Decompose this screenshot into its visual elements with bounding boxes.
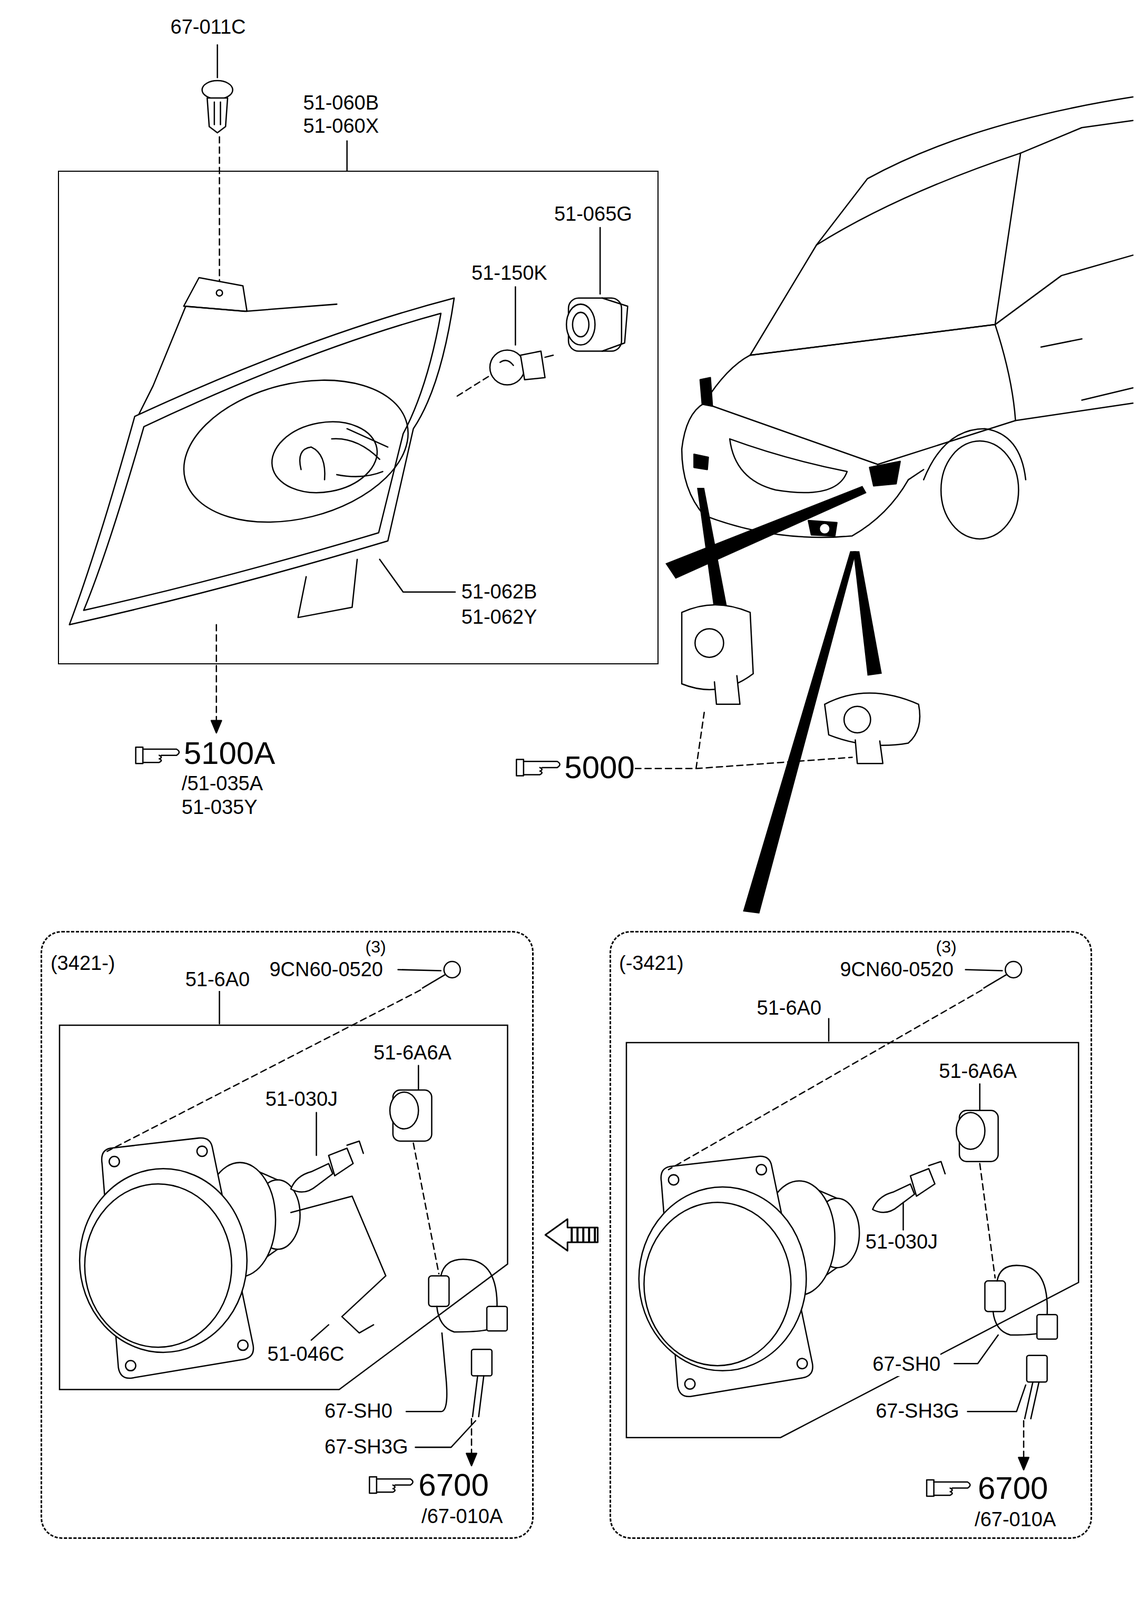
part-number: (3421-)	[50, 951, 116, 976]
part-number: 51-6A6A	[373, 1041, 452, 1065]
hatched-arrow	[545, 1219, 598, 1251]
part-number: 51-062B	[461, 580, 538, 604]
part-number: 51-6A6A	[938, 1059, 1017, 1084]
part-number: 51-150K	[471, 261, 548, 286]
reference-number: /67-010A	[974, 1508, 1056, 1532]
dashed-leader	[106, 989, 1024, 1462]
clip-fastener	[202, 44, 233, 133]
corner-lamp	[69, 277, 490, 625]
part-number: 67-SH0	[324, 1399, 393, 1423]
lamp-assembly-box: 51-6A0	[626, 1042, 1079, 1438]
part-number: 51-062Y	[461, 605, 538, 630]
part-number: (-3421)	[619, 951, 684, 976]
leader-line	[219, 140, 830, 1042]
part-number: 67-SH0	[872, 1352, 941, 1377]
lamp-assembly-box: 51-6A0	[59, 1025, 508, 1390]
quantity: (3)	[935, 937, 957, 957]
assembly-box: 51-060B 51-060X	[57, 170, 659, 665]
variant-group-box: (3421-) 51-6A0	[40, 930, 534, 1540]
part-number: 51-030J	[865, 1230, 938, 1254]
quantity: (3)	[365, 937, 387, 957]
part-number: 9CN60-0520	[839, 958, 954, 982]
spring-clip	[290, 1196, 386, 1334]
bulb-socket	[389, 1090, 999, 1162]
part-number: 51-6A0	[757, 996, 822, 1020]
wire-harness	[428, 1259, 1058, 1419]
reference-number: /67-010A	[421, 1505, 503, 1529]
fog-lamp-small	[681, 604, 920, 764]
box-outline	[626, 1042, 1079, 1438]
car-outline	[681, 96, 1133, 539]
dashed-leader	[634, 712, 853, 769]
reference-number: 5000	[564, 750, 635, 784]
bulb	[489, 350, 554, 386]
part-number: 67-011C	[170, 15, 247, 39]
bulb-socket	[566, 298, 628, 352]
reference-number: 6700	[418, 1468, 489, 1502]
part-number: 9CN60-0520	[269, 958, 383, 982]
variant-group-box: (-3421) 51-6A0	[609, 930, 1093, 1540]
bulb	[290, 1141, 946, 1213]
part-number: 51-046C	[267, 1342, 345, 1367]
part-number: 51-065G	[554, 202, 633, 227]
part-number: 51-030J	[265, 1087, 338, 1112]
reference-number: /51-035A	[181, 772, 263, 796]
fog-lamp	[79, 1137, 300, 1379]
reference-number: 5100A	[183, 736, 276, 770]
part-number: 51-6A0	[185, 968, 251, 992]
leader-line	[311, 969, 1026, 1448]
reference-number: 51-035Y	[181, 796, 258, 820]
part-number: 51-060B 51-060X	[302, 91, 394, 138]
reference-number: 6700	[977, 1471, 1048, 1505]
part-number: 67-SH3G	[324, 1435, 408, 1459]
part-number: 67-SH3G	[875, 1399, 959, 1423]
box-outline	[59, 1025, 508, 1390]
